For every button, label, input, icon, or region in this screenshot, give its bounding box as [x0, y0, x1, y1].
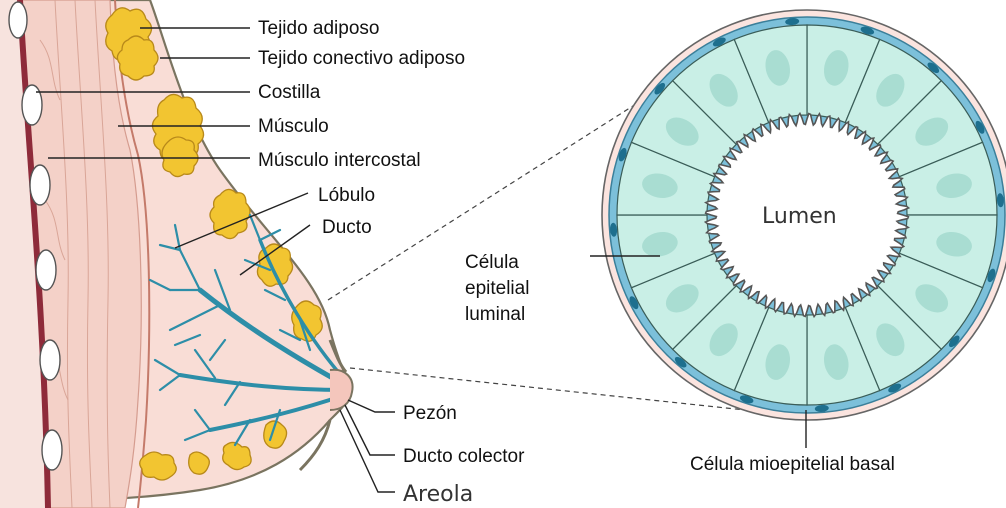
label-lumen: Lumen	[762, 204, 837, 229]
label-celula-2: epitelial	[465, 278, 529, 299]
fat-lobule	[162, 137, 198, 177]
label-celula-3: luminal	[465, 304, 525, 325]
fat-lobule	[140, 452, 177, 480]
label-lobulo: Lóbulo	[318, 185, 375, 206]
alveolus-section: Lumen	[590, 10, 1006, 448]
rib	[22, 85, 42, 125]
breast-section	[0, 0, 353, 508]
rib	[42, 430, 62, 470]
rib	[9, 2, 27, 38]
label-ducto-colector: Ducto colector	[403, 446, 525, 467]
label-celula-mioepitelial: Célula mioepitelial basal	[690, 454, 895, 475]
label-celula-1: Célula	[465, 252, 519, 273]
nipple	[330, 370, 353, 410]
fat-lobule	[117, 36, 158, 80]
label-areola: Areola	[403, 482, 473, 507]
label-musculo-intercostal: Músculo intercostal	[258, 150, 421, 171]
rib	[36, 250, 56, 290]
label-musculo: Músculo	[258, 116, 329, 137]
rib	[40, 340, 60, 380]
rib	[30, 165, 50, 205]
label-costilla: Costilla	[258, 82, 321, 103]
label-tejido-conectivo: Tejido conectivo adiposo	[258, 48, 465, 69]
label-tejido-adiposo: Tejido adiposo	[258, 18, 379, 39]
label-pezon: Pezón	[403, 403, 457, 424]
label-ducto: Ducto	[322, 217, 372, 238]
